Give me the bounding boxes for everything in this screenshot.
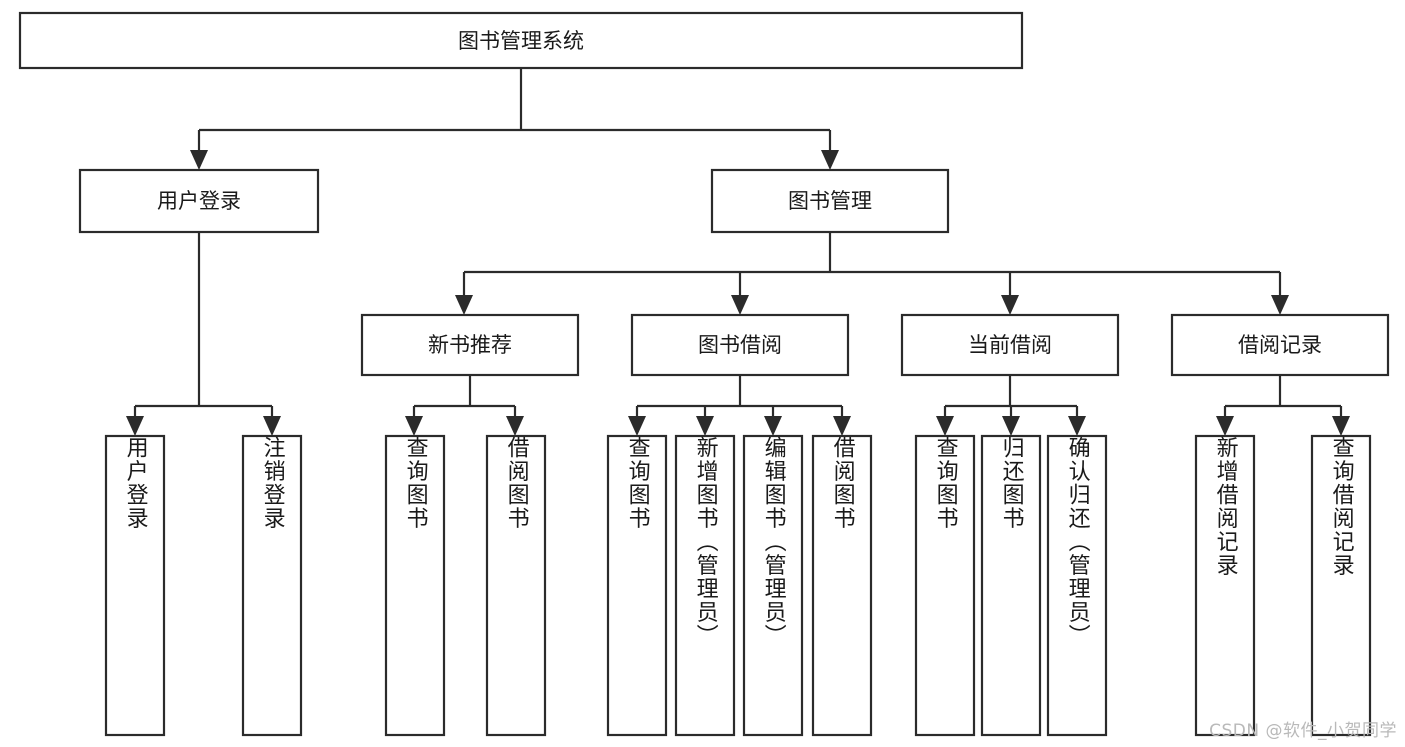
node-borrow-record[interactable]: 借阅记录 [1170,313,1390,377]
arrow-head-icon [1271,295,1289,315]
arrow-head-icon [1216,416,1234,436]
arrow-head-icon [126,416,144,436]
node-user-login-label: 用户登录 [157,189,241,213]
connector-newbook-to-leaves [405,375,524,436]
node-root[interactable]: 图书管理系统 [18,11,1024,70]
leaf-box-borrow-record-1[interactable] [1310,434,1372,737]
arrow-head-icon [833,416,851,436]
node-new-book-recommend-label: 新书推荐 [428,333,512,357]
leaf-box-new-book-1[interactable] [485,434,547,737]
arrow-head-icon [1001,295,1019,315]
arrow-head-icon [506,416,524,436]
arrow-head-icon [263,416,281,436]
node-root-label: 图书管理系统 [458,29,584,53]
leaf-box-book-borrow-1[interactable] [674,434,736,737]
leaf-box-book-borrow-2[interactable] [742,434,804,737]
connector-bookmgmt-to-level3 [455,232,1289,315]
node-book-management-box[interactable] [710,168,950,234]
node-user-login-box[interactable] [78,168,320,234]
node-borrow-record-box[interactable] [1170,313,1390,377]
connector-currentborrow-to-leaves [936,375,1086,436]
connector-root-to-level2 [190,68,839,170]
node-root-box[interactable] [18,11,1024,70]
leaf-box-new-book-0[interactable] [384,434,446,737]
arrow-head-icon [731,295,749,315]
node-user-login[interactable]: 用户登录 [78,168,320,234]
node-current-borrow[interactable]: 当前借阅 [900,313,1120,377]
arrow-head-icon [628,416,646,436]
arrow-head-icon [405,416,423,436]
node-new-book-recommend-box[interactable] [360,313,580,377]
leaf-box-user-login-1[interactable] [241,434,303,737]
node-book-management[interactable]: 图书管理 [710,168,950,234]
node-book-borrow[interactable]: 图书借阅 [630,313,850,377]
arrow-head-icon [190,150,208,170]
leaf-box-book-borrow-3[interactable] [811,434,873,737]
arrow-head-icon [1068,416,1086,436]
arrow-head-icon [764,416,782,436]
leaf-box-current-borrow-2[interactable] [1046,434,1108,737]
connector-bookborrow-to-leaves [628,375,851,436]
node-book-borrow-label: 图书借阅 [698,333,782,357]
arrow-head-icon [1332,416,1350,436]
node-current-borrow-label: 当前借阅 [968,333,1052,357]
node-borrow-record-label: 借阅记录 [1238,333,1322,357]
arrow-head-icon [455,295,473,315]
node-book-management-label: 图书管理 [788,189,872,213]
leaf-box-current-borrow-0[interactable] [914,434,976,737]
arrow-head-icon [1002,416,1020,436]
connector-borrowrecord-to-leaves [1216,375,1350,436]
node-new-book-recommend[interactable]: 新书推荐 [360,313,580,377]
node-book-borrow-box[interactable] [630,313,850,377]
arrow-head-icon [696,416,714,436]
leaf-box-user-login-0[interactable] [104,434,166,737]
connector-userlogin-to-leaves [126,232,281,436]
leaf-box-current-borrow-1[interactable] [980,434,1042,737]
leaf-box-book-borrow-0[interactable] [606,434,668,737]
arrow-head-icon [936,416,954,436]
node-current-borrow-box[interactable] [900,313,1120,377]
leaf-box-borrow-record-0[interactable] [1194,434,1256,737]
watermark: CSDN @软件_小贺同学 [1209,721,1397,741]
arrow-head-icon [821,150,839,170]
